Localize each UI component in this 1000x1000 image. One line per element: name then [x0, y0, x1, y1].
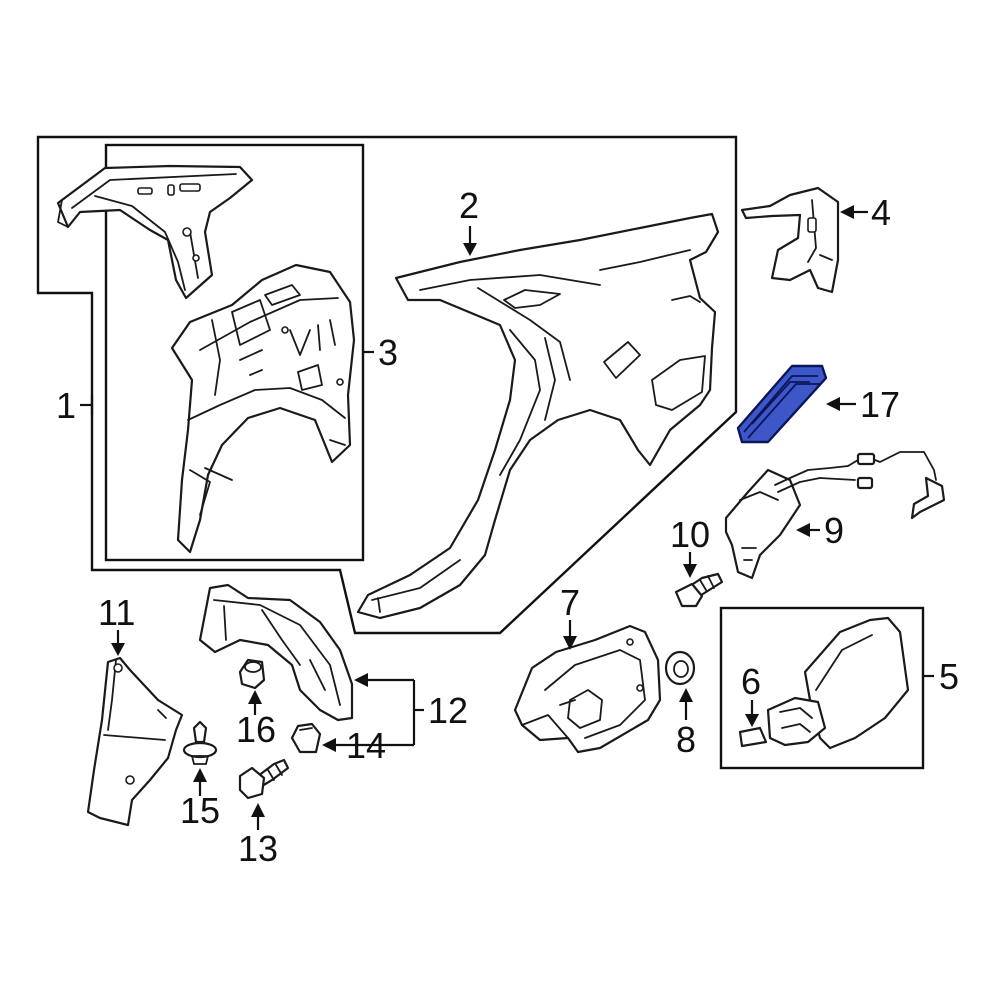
group-5-frame: [719, 606, 925, 770]
callout-16: 16: [236, 709, 276, 750]
part-13-bolt[interactable]: [238, 758, 290, 800]
callout-7: 7: [560, 582, 580, 623]
callout-9: 9: [824, 510, 844, 551]
callout-8: 8: [676, 719, 696, 760]
callout-3: 3: [378, 332, 398, 373]
part-5-fuel-door[interactable]: [766, 616, 910, 750]
part-4-bracket[interactable]: [740, 186, 840, 294]
part-8-grommet[interactable]: [664, 650, 696, 686]
part-9-actuator[interactable]: [724, 451, 946, 580]
callout-6: 6: [741, 661, 761, 702]
part-11-panel[interactable]: [86, 656, 184, 827]
callout-5: 5: [939, 656, 959, 697]
part-3-upper-bracket[interactable]: [56, 164, 254, 300]
callout-4: 4: [871, 192, 891, 233]
part-10-bolt[interactable]: [674, 572, 724, 608]
leader-lines: [80, 205, 934, 830]
callout-14: 14: [346, 725, 386, 766]
part-7-housing[interactable]: [513, 624, 662, 754]
callout-12: 12: [428, 690, 468, 731]
callout-17: 17: [860, 384, 900, 425]
callout-2: 2: [459, 185, 479, 226]
part-2-quarter-panel[interactable]: [356, 212, 720, 620]
part-14-nut[interactable]: [290, 722, 322, 754]
callout-1: 1: [56, 385, 76, 426]
group-1-frame: [36, 135, 738, 635]
callout-11: 11: [98, 592, 135, 633]
part-12-liner[interactable]: [198, 583, 354, 722]
part-17-highlighted[interactable]: [736, 364, 828, 444]
callout-13: 13: [238, 828, 278, 869]
callout-15: 15: [180, 790, 220, 831]
part-3-inner-panel[interactable]: [170, 263, 356, 554]
callout-10: 10: [670, 514, 710, 555]
callout-labels: 1 2 3 4 17 9 10 7 8 5 6 11 12 14 16 15 1…: [56, 185, 959, 869]
part-6-clip[interactable]: [738, 726, 768, 748]
part-15-screw[interactable]: [182, 720, 218, 765]
part-16-clip[interactable]: [238, 658, 266, 690]
